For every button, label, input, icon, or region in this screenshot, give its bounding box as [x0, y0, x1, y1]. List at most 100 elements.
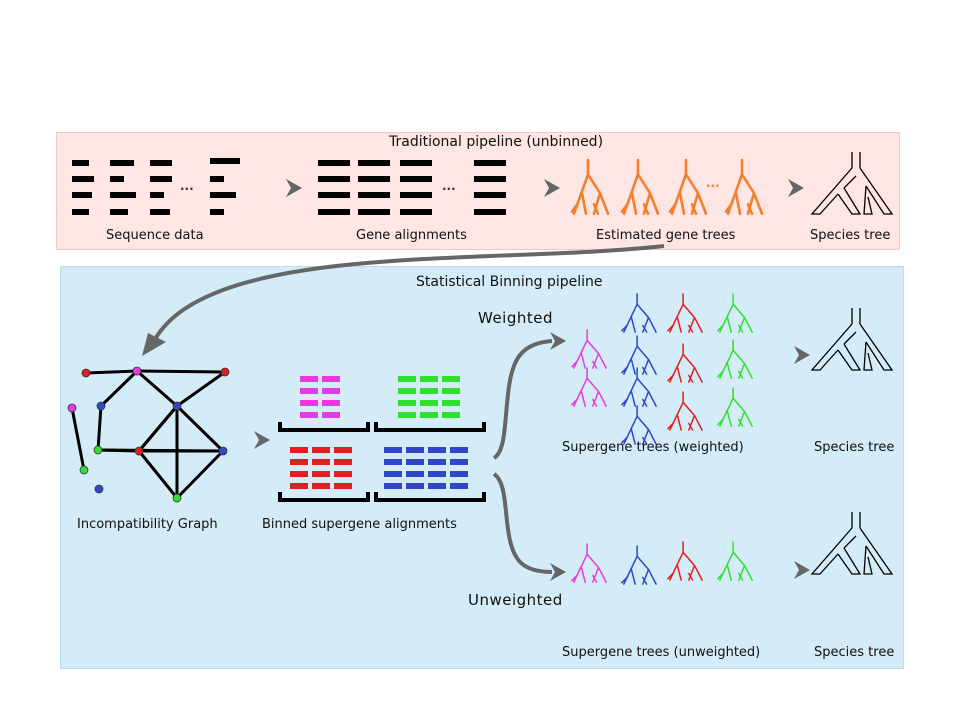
- alignment-bar: [398, 412, 416, 418]
- weighted-supergene-tree: [717, 387, 753, 427]
- graph-node: [220, 367, 230, 377]
- alignment-bar: [442, 400, 460, 406]
- alignment-bar: [428, 459, 446, 465]
- sequence-data-label: Sequence data: [106, 228, 204, 243]
- alignment-bar: [398, 400, 416, 406]
- alignment-bar: [322, 412, 340, 418]
- alignment-bar: [406, 459, 424, 465]
- graph-node: [132, 366, 142, 376]
- alignment-bar: [358, 176, 390, 182]
- alignment-bar: [406, 483, 424, 489]
- alignment-bar: [474, 176, 506, 182]
- unweighted-label: Unweighted: [468, 591, 563, 609]
- estimated-gene-trees-label: Estimated gene trees: [596, 228, 736, 243]
- alignment-bar: [318, 176, 350, 182]
- alignment-bar: [312, 471, 330, 477]
- alignment-bar: [474, 192, 506, 198]
- sequence-bar: [72, 192, 92, 198]
- species-tree-icons: [810, 152, 894, 575]
- alignment-bar: [318, 160, 350, 166]
- sequence-bar: [150, 192, 164, 198]
- sequence-bar: [110, 176, 124, 182]
- alignment-bar: [400, 209, 432, 215]
- red-bin: [290, 447, 352, 489]
- alignment-bar: [428, 447, 446, 453]
- magenta-bin: [300, 376, 340, 418]
- arrow-seq-to-aln: [286, 179, 302, 197]
- supergene-trees-weighted-label: Supergene trees (weighted): [562, 440, 744, 455]
- species-tree-weighted: [810, 308, 894, 371]
- alignment-bar: [400, 176, 432, 182]
- alignment-bar: [322, 388, 340, 394]
- graph-edge: [136, 369, 226, 374]
- sequence-bar: [210, 209, 224, 215]
- alignment-bar: [420, 412, 438, 418]
- alignment-bar: [428, 483, 446, 489]
- graph-node: [172, 493, 182, 503]
- alignment-bar: [474, 160, 506, 166]
- graph-edge: [137, 405, 179, 452]
- arrow-to-unweighted-head: [550, 563, 566, 581]
- traditional-pipeline-title: Traditional pipeline (unbinned): [389, 134, 604, 150]
- alignment-bar: [406, 471, 424, 477]
- arrow-weighted-to-species: [794, 346, 810, 364]
- alignment-bar: [290, 483, 308, 489]
- graph-edge: [70, 407, 86, 471]
- alignment-bar: [358, 209, 390, 215]
- species-tree-label-weighted: Species tree: [814, 440, 895, 455]
- alignment-bar: [420, 388, 438, 394]
- binning-pipeline-panel: [60, 266, 904, 669]
- arrow-trees-to-graph-curve: [148, 244, 665, 351]
- sequence-bar: [210, 192, 236, 198]
- supergene-trees-unweighted-label: Supergene trees (unweighted): [562, 645, 761, 660]
- species-tree-label-traditional: Species tree: [810, 228, 891, 243]
- green-bin-bracket: [374, 422, 486, 432]
- alignment-bar: [406, 447, 424, 453]
- graph-node: [134, 446, 144, 456]
- supergene-trees: [571, 293, 753, 585]
- alignment-bar: [334, 483, 352, 489]
- alignment-bar: [398, 376, 416, 382]
- alignment-bar: [300, 376, 318, 382]
- magenta-bin-bracket: [278, 422, 370, 432]
- graph-node: [79, 465, 89, 475]
- gene-tree: [668, 158, 708, 216]
- alignment-bar: [312, 483, 330, 489]
- graph-edge: [96, 405, 103, 451]
- graph-node: [67, 403, 77, 413]
- graph-edge: [137, 450, 179, 499]
- unweighted-supergene-tree: [571, 543, 607, 583]
- sequence-bar: [150, 160, 172, 166]
- arrow-to-weighted-curve: [492, 339, 553, 460]
- graph-edge: [97, 448, 224, 453]
- sequence-bar: [110, 192, 136, 198]
- weighted-supergene-tree: [621, 367, 657, 407]
- species-tree-traditional: [810, 152, 894, 215]
- gene-alignments-icon: ···: [318, 160, 506, 215]
- alignment-bar: [400, 160, 432, 166]
- weighted-supergene-tree: [621, 405, 657, 445]
- weighted-label: Weighted: [478, 309, 554, 327]
- alignment-bar: [300, 388, 318, 394]
- sequence-bar: [110, 209, 128, 215]
- graph-edge: [85, 369, 138, 375]
- alignment-bar: [300, 412, 318, 418]
- sequence-bar: [72, 209, 89, 215]
- graph-edge: [175, 449, 225, 500]
- gene-tree: [620, 158, 660, 216]
- unweighted-supergene-tree: [667, 541, 703, 581]
- graph-node: [96, 401, 106, 411]
- green-bin: [398, 376, 460, 418]
- alignment-bar: [334, 447, 352, 453]
- alignment-bar: [384, 447, 402, 453]
- alignment-bar: [290, 459, 308, 465]
- alignment-bar: [384, 483, 402, 489]
- sequence-bar: [150, 176, 172, 182]
- unweighted-supergene-tree: [717, 541, 753, 581]
- alignment-bar: [450, 471, 468, 477]
- graph-edge: [176, 370, 226, 408]
- alignment-bar: [318, 192, 350, 198]
- arrow-trees-to-species: [788, 179, 804, 197]
- incompatibility-graph: [67, 366, 230, 503]
